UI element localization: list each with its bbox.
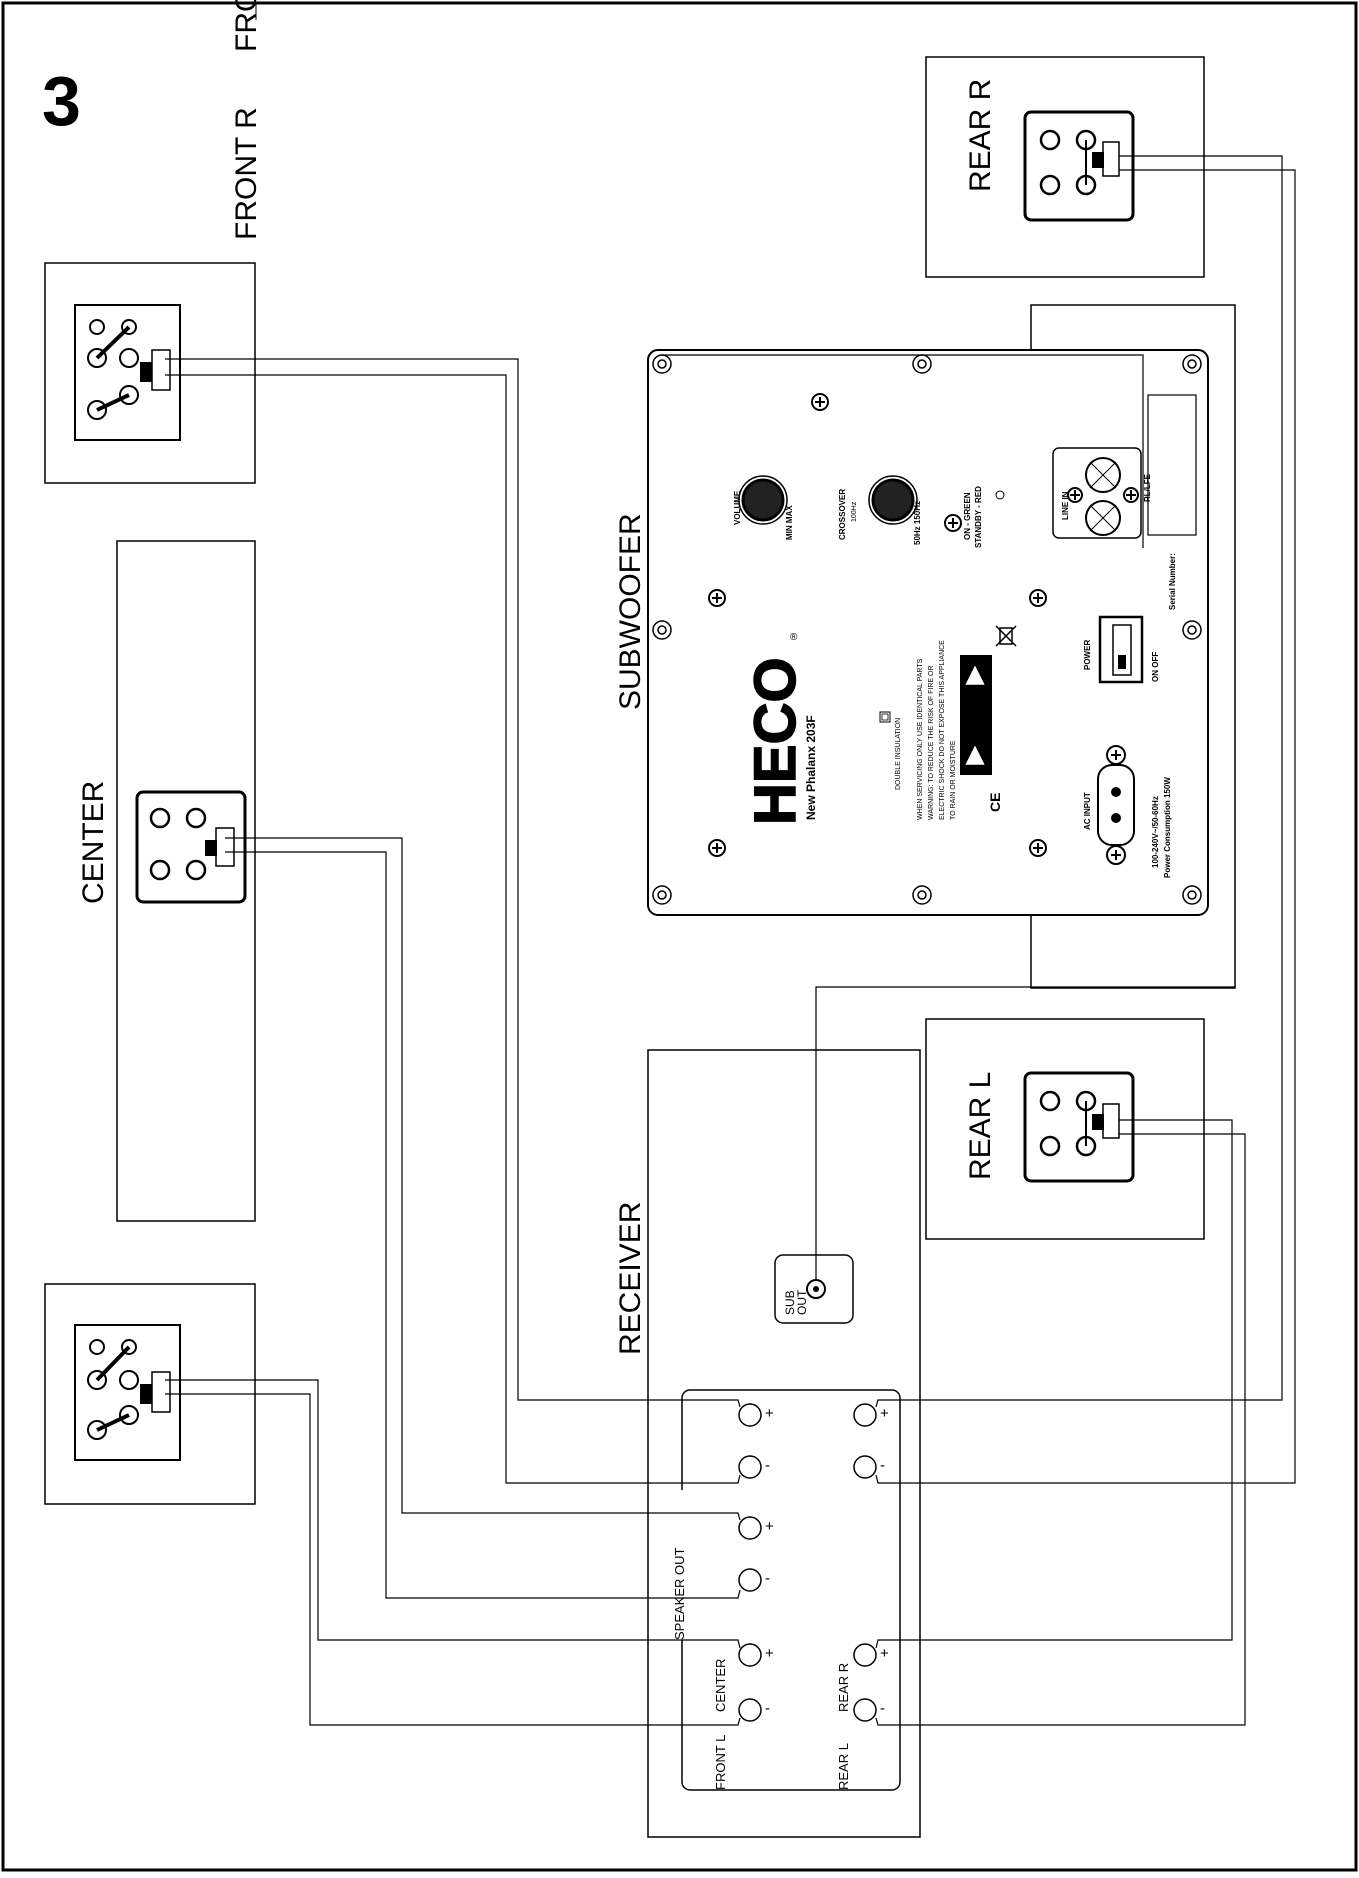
svg-text:-: -	[765, 1700, 770, 1717]
subwoofer-amp-panel	[647, 349, 1209, 916]
warning-line-3: ELECTRIC SHOCK DO NOT EXPOSE THIS APPLIA…	[939, 640, 946, 820]
double-insulation-label: DOUBLE INSULATION	[895, 718, 902, 790]
svg-text:-: -	[880, 1457, 885, 1474]
svg-text:-: -	[765, 1457, 770, 1474]
power-switch	[1098, 615, 1144, 684]
serial-number-box	[1147, 394, 1197, 536]
svg-text:+: +	[765, 1405, 774, 1422]
subwoofer-label-group: SUBWOOFER	[614, 513, 647, 710]
crossover-knob	[871, 478, 915, 522]
rear-r-speaker-box	[925, 56, 1205, 278]
status-led	[995, 490, 1005, 500]
svg-text:+: +	[880, 1645, 889, 1662]
on-off-label: ON OFF	[1151, 652, 1160, 682]
rear-l-label-group: REAR L	[964, 1072, 997, 1180]
rear-r-label-group: REAR R	[964, 79, 997, 192]
crossover-mid-label: 100Hz	[851, 501, 858, 522]
svg-text:-: -	[765, 1570, 770, 1587]
front-r-label-group: FRONT R	[230, 107, 263, 240]
rear-r-terminal-plate	[1023, 110, 1135, 222]
warning-line-4: TO RAIN OR MOISTURE	[950, 740, 957, 820]
front-r-label-top-group: FRON	[230, 0, 263, 52]
volume-knob	[741, 478, 785, 522]
speaker-out-panel	[681, 1389, 901, 1791]
speaker-wires	[165, 155, 1296, 1726]
front-r-terminal-plate	[74, 304, 181, 441]
rear-l-terminal-plate	[1023, 1071, 1135, 1183]
sub-out-box	[774, 1254, 854, 1324]
rear-r-label: REAR R	[964, 79, 997, 192]
warning-line-1: WHEN SERVICING ONLY USE IDENTICAL PARTS	[917, 658, 924, 820]
standby-red-label: STANDBY - RED	[974, 486, 983, 548]
svg-text:®: ®	[790, 632, 798, 643]
warning-line-2: WARNING: TO REDUCE THE RISK OF FIRE OR	[928, 665, 935, 820]
receiver-box	[647, 1049, 921, 1838]
weee-bin-icon	[995, 625, 1017, 647]
min-max-label: MIN MAX	[785, 505, 794, 540]
model-label: New Phalanx 203F	[804, 715, 818, 820]
rear-l-speaker-box	[925, 1018, 1205, 1240]
speaker-out-label: SPEAKER OUT	[672, 1547, 687, 1640]
rear-r-group-label: REAR R	[836, 1663, 851, 1712]
rear-l-group-label: REAR L	[836, 1743, 851, 1790]
svg-text:+: +	[880, 1405, 889, 1422]
front-l-group-label: FRONT L	[713, 1735, 728, 1790]
svg-text:+: +	[765, 1518, 774, 1535]
figure-number: 3	[42, 62, 81, 140]
line-in-box	[1052, 447, 1142, 539]
receiver-label: RECEIVER	[614, 1202, 647, 1355]
center-label-group: CENTER	[77, 781, 110, 904]
on-green-label: ON - GREEN	[963, 492, 972, 540]
volume-label: VOLUME	[733, 490, 742, 525]
subwoofer-label: SUBWOOFER	[614, 513, 647, 710]
subwoofer-plus-screws	[708, 393, 1047, 857]
sub-out-label-2: OUT	[795, 1289, 809, 1315]
front-r-speaker-box	[44, 262, 256, 484]
consumption-label: Power Consumption 150W	[1163, 777, 1172, 878]
power-label: POWER	[1083, 640, 1092, 670]
front-l-terminal-plate	[74, 1324, 181, 1461]
rear-l-label: REAR L	[964, 1072, 997, 1180]
svg-text:-: -	[880, 1700, 885, 1717]
receiver-terminals	[738, 1403, 877, 1722]
front-r-label: FRONT R	[230, 107, 263, 240]
polarity-marks: + - + - + - + - + -	[765, 1405, 889, 1717]
front-r-top-label: FRON	[230, 0, 263, 52]
line-in-label: LINE IN	[1061, 491, 1070, 520]
heco-logo: HECO	[743, 657, 808, 825]
receiver-label-group: RECEIVER	[614, 1202, 647, 1355]
sub-out-label-1: SUB	[783, 1290, 797, 1315]
center-label: CENTER	[77, 781, 110, 904]
serial-number-label: Serial Number:	[1168, 553, 1177, 610]
center-group-label: CENTER	[713, 1659, 728, 1712]
ac-input-label: AC INPUT	[1083, 792, 1092, 830]
ce-mark: CE	[987, 793, 1003, 812]
subwoofer-screws	[652, 354, 1202, 905]
crossover-label: CROSSOVER	[838, 489, 847, 540]
svg-text:+: +	[765, 1645, 774, 1662]
voltage-label: 100-240V~/50-60Hz	[1151, 796, 1160, 868]
center-speaker-box	[116, 540, 256, 1222]
center-terminal-plate	[135, 790, 247, 904]
crossover-range-label: 50Hz 150Hz	[913, 501, 922, 545]
